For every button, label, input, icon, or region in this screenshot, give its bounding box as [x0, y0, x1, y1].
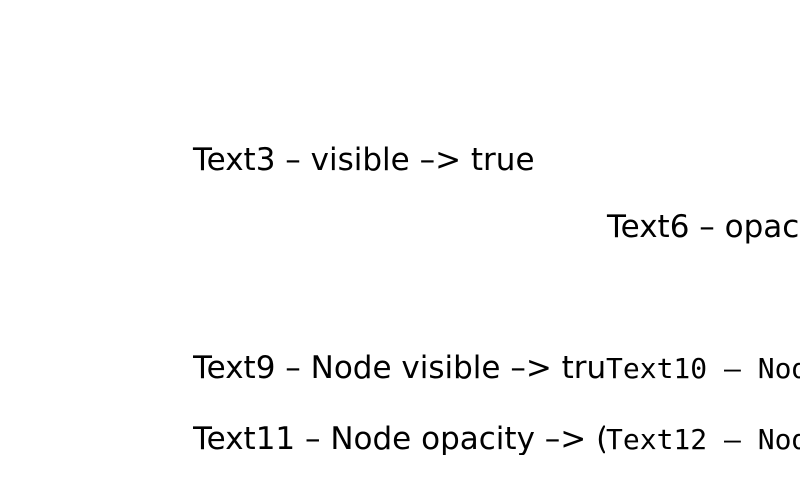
text-element-text6: Text6 – opacity — [607, 209, 800, 245]
text-element-text10: Text10 – Node — [606, 352, 800, 385]
text-element-text3: Text3 – visible –> true — [193, 142, 535, 178]
text-element-text11: Text11 – Node opacity –> ( — [193, 424, 605, 455]
text-element-text12: Text12 – Node — [606, 423, 800, 456]
text-element-text9: Text9 – Node visible –> true — [193, 353, 605, 384]
